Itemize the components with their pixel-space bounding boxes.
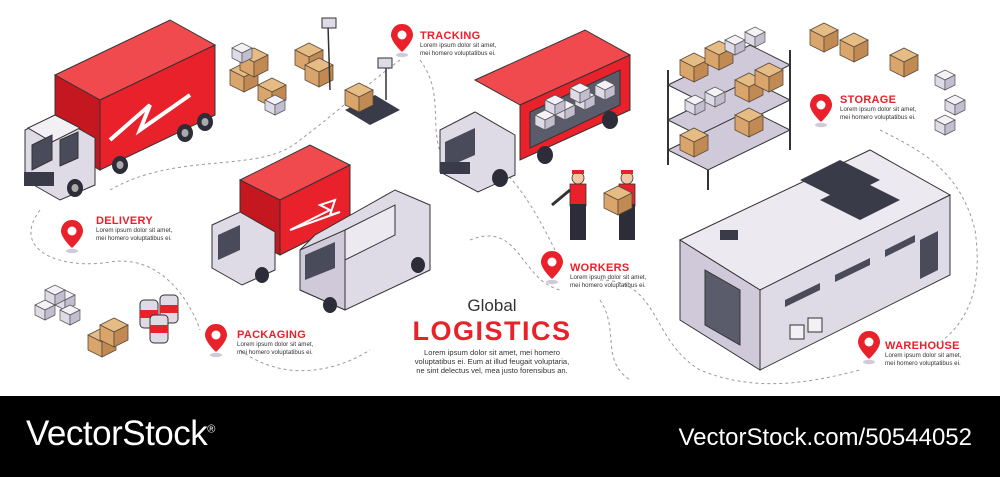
packaging-desc-line: mei homero voluptatibus ei. (237, 348, 313, 356)
warehouse-desc-line: mei homero voluptatibus ei. (885, 359, 961, 367)
warehouse-desc-line: Lorem ipsum dolor sit amet, (885, 352, 962, 359)
workers-title: WORKERS (570, 262, 630, 274)
map-pin-icon-workers (541, 251, 563, 285)
map-pin-icon-tracking (391, 24, 413, 58)
shelf-illustration (666, 22, 966, 190)
storage-label: STORAGE Lorem ipsum dolor sit amet, mei … (840, 94, 916, 121)
image-id: VectorStock.com/50544052 (678, 424, 972, 451)
worker-illustration (551, 170, 636, 240)
tracking-boxes-illustration (229, 17, 400, 125)
tracking-desc-line: mei homero voluptatibus ei. (420, 49, 496, 57)
packaging-illustration (34, 284, 179, 358)
delivery-desc-line: Lorem ipsum dolor sit amet, (96, 227, 173, 234)
tracking-title: TRACKING (420, 30, 481, 42)
storage-desc-line: Lorem ipsum dolor sit amet, (840, 106, 917, 113)
registered-mark: ® (207, 423, 215, 436)
delivery-van-illustration (211, 144, 431, 313)
infographic-scene: TRACKING Lorem ipsum dolor sit amet, mei… (24, 17, 978, 385)
storage-desc: Lorem ipsum dolor sit amet, mei homero v… (840, 106, 916, 121)
delivery-desc-line: mei homero voluptatibus ei. (96, 234, 172, 242)
barrel-illustration (139, 294, 179, 344)
map-pin-icon-delivery (61, 220, 83, 254)
storage-title: STORAGE (840, 94, 897, 106)
center-title-block: Global LOGISTICS Lorem ipsum dolor sit a… (392, 296, 592, 375)
workers-label: WORKERS Lorem ipsum dolor sit amet, mei … (570, 262, 646, 289)
title-global: Global (467, 296, 517, 315)
center-description: Lorem ipsum dolor sit amet, mei homero v… (392, 348, 592, 375)
vectorstock-logo: VectorStock® (26, 414, 215, 454)
brand-text: VectorStock (26, 414, 208, 453)
warehouse-illustration (678, 149, 952, 371)
watermark-footer: VectorStock® VectorStock.com/50544052 (0, 396, 1000, 477)
map-pin-icon-warehouse (858, 331, 880, 365)
warehouse-label: WAREHOUSE Lorem ipsum dolor sit amet, me… (885, 340, 961, 367)
packaging-label: PACKAGING Lorem ipsum dolor sit amet, me… (237, 329, 313, 356)
delivery-desc: Lorem ipsum dolor sit amet, mei homero v… (96, 227, 172, 242)
tracking-desc-line: Lorem ipsum dolor sit amet, (420, 42, 497, 49)
packaging-title: PACKAGING (237, 329, 307, 341)
storage-desc-line: mei homero voluptatibus ei. (840, 113, 916, 121)
tracking-truck-illustration (439, 29, 632, 193)
workers-desc-line: Lorem ipsum dolor sit amet, (570, 274, 647, 281)
packaging-desc: Lorem ipsum dolor sit amet, mei homero v… (237, 341, 313, 356)
center-desc-line: ne sint delectus vel, mea justo forensib… (416, 366, 568, 375)
warehouse-title: WAREHOUSE (885, 340, 960, 352)
delivery-truck-illustration (24, 19, 217, 201)
illustration-layer (24, 17, 978, 385)
map-pin-icon-storage (810, 94, 832, 128)
title-logistics: LOGISTICS (412, 316, 572, 346)
warehouse-desc: Lorem ipsum dolor sit amet, mei homero v… (885, 352, 961, 367)
center-desc-line: voluptatibus ei. Eum at illud feugait vo… (414, 357, 570, 366)
tracking-desc: Lorem ipsum dolor sit amet, mei homero v… (420, 42, 496, 57)
workers-desc-line: mei homero voluptatibus ei. (570, 281, 646, 289)
delivery-label: DELIVERY Lorem ipsum dolor sit amet, mei… (96, 215, 172, 242)
packaging-desc-line: Lorem ipsum dolor sit amet, (237, 341, 314, 348)
map-pin-icon-packaging (205, 324, 227, 358)
delivery-title: DELIVERY (96, 215, 154, 227)
tracking-label: TRACKING Lorem ipsum dolor sit amet, mei… (420, 30, 496, 57)
center-desc-line: Lorem ipsum dolor sit amet, mei homero (424, 348, 560, 357)
workers-desc: Lorem ipsum dolor sit amet, mei homero v… (570, 274, 646, 289)
